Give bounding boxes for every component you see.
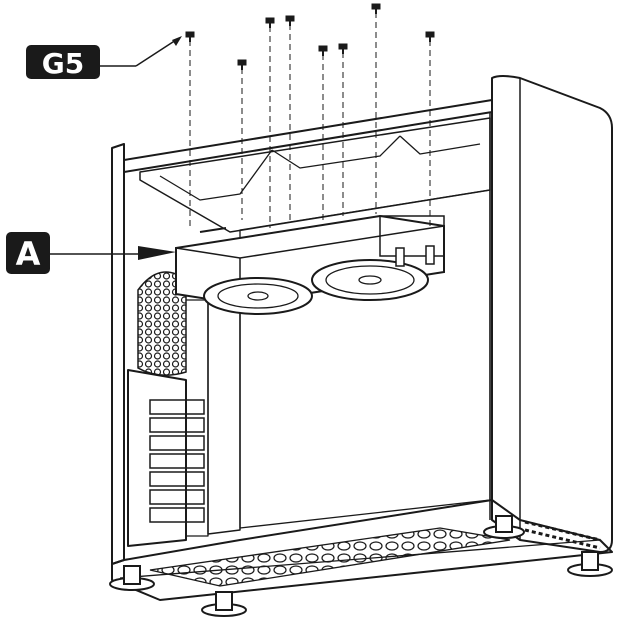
- expansion-slots: [149, 399, 205, 523]
- slot-cover: [149, 489, 205, 505]
- slot-cover: [149, 399, 205, 415]
- slot-cover: [149, 507, 205, 523]
- screw-icon: [285, 15, 295, 220]
- screw-callout-label: G5: [42, 47, 84, 80]
- side-vent-slots: [524, 520, 601, 550]
- cooler-callout-label: A: [16, 235, 41, 273]
- bottom-vent: [149, 527, 511, 587]
- slot-cover: [149, 435, 205, 451]
- screw-callout: G5: [26, 36, 182, 80]
- top-frame: [123, 99, 493, 173]
- screw-icon: [425, 31, 435, 230]
- case-foot-icon: [109, 565, 155, 591]
- fan-icon: [311, 259, 429, 301]
- front-pillar: [111, 143, 125, 565]
- case-foot-icon: [567, 551, 613, 577]
- screw-icon: [318, 45, 328, 222]
- slot-cover: [149, 471, 205, 487]
- screw-icon: [185, 31, 195, 230]
- cooler-callout: A: [6, 232, 176, 274]
- screws: [185, 3, 435, 230]
- screw-icon: [237, 59, 247, 220]
- case-foot-icon: [483, 515, 525, 539]
- case-feet: [109, 515, 613, 617]
- right-side-panel: [491, 75, 613, 553]
- screw-icon: [338, 43, 348, 216]
- radiator-assembly: [175, 214, 445, 315]
- slot-cover: [149, 417, 205, 433]
- slot-cover: [149, 453, 205, 469]
- screw-icon: [371, 3, 381, 214]
- screw-icon: [265, 17, 275, 228]
- rear-mesh-panel: [137, 271, 187, 376]
- fan-icon: [203, 277, 313, 315]
- expansion-plate: [127, 369, 187, 547]
- case-foot-icon: [201, 591, 247, 617]
